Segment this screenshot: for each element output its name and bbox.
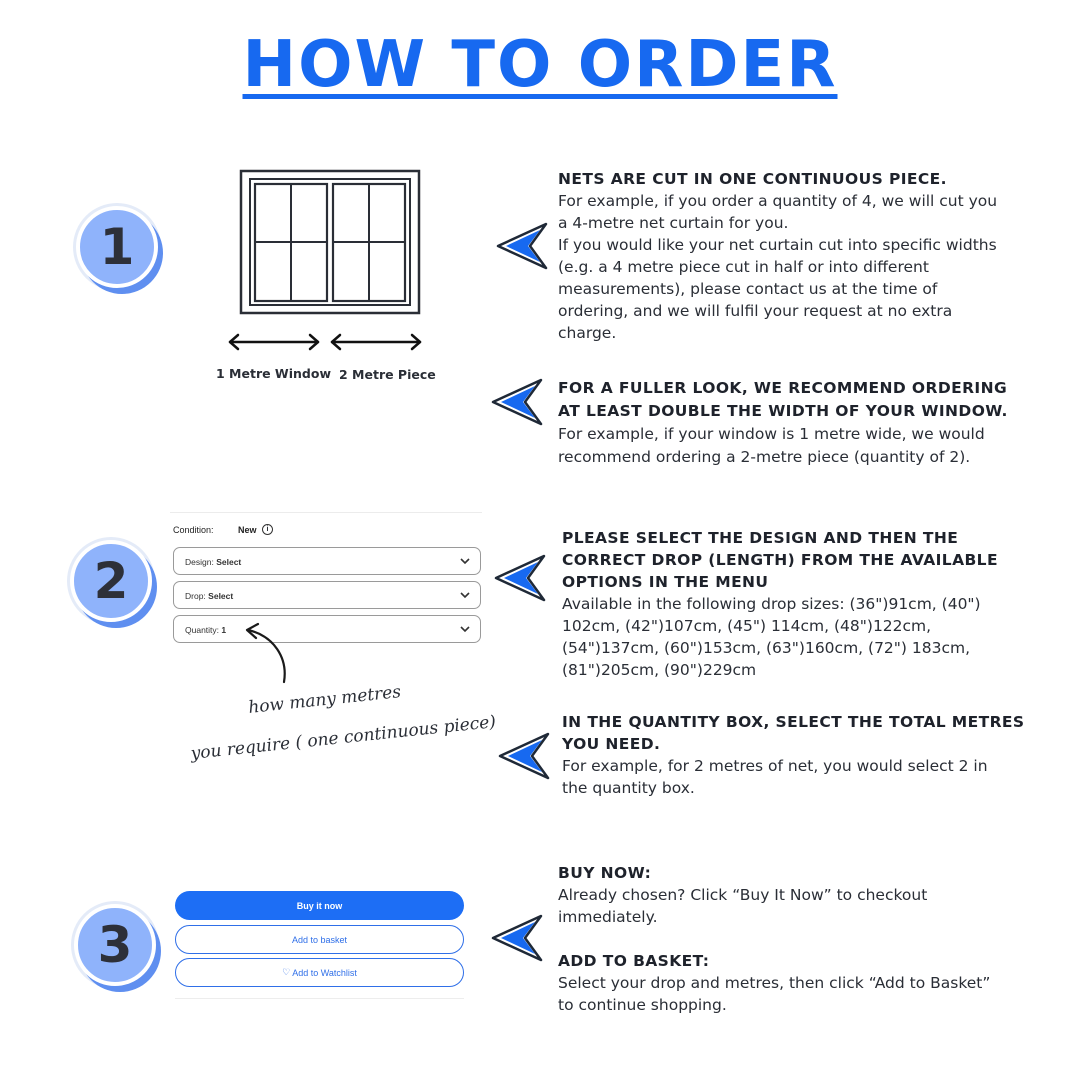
design-select[interactable]: Design: Select <box>173 547 481 575</box>
product-options-form: Condition: New i Design: Select Drop: Se… <box>170 512 482 653</box>
pointer-arrow-icon <box>491 378 543 426</box>
heading-design: PLEASE SELECT THE DESIGN AND THEN THE <box>562 529 959 547</box>
window-diagram <box>238 168 422 320</box>
text-line: For example, if your window is 1 metre w… <box>558 425 985 443</box>
info-fuller-look: FOR A FULLER LOOK, WE RECOMMEND ORDERING… <box>558 377 1008 469</box>
add-to-basket-button[interactable]: Add to basket <box>175 925 464 954</box>
watchlist-label: Add to Watchlist <box>292 967 357 978</box>
info-nets-continuous: NETS ARE CUT IN ONE CONTINUOUS PIECE. Fo… <box>558 168 997 344</box>
text-line: 102cm, (42")107cm, (45") 114cm, (48")122… <box>562 617 932 635</box>
add-to-watchlist-button[interactable]: ♡ Add to Watchlist <box>175 958 464 987</box>
heart-icon: ♡ <box>282 967 291 977</box>
design-label: Design: <box>185 557 214 567</box>
heading-fuller: FOR A FULLER LOOK, WE RECOMMEND ORDERING <box>558 379 1008 397</box>
pointer-arrow-icon <box>498 732 550 780</box>
text-line: recommend ordering a 2-metre piece (quan… <box>558 448 971 466</box>
drop-label: Drop: <box>185 591 206 601</box>
heading-design: OPTIONS IN THE MENU <box>562 573 769 591</box>
design-value: Select <box>216 557 242 567</box>
text-line: (81")205cm, (90")229cm <box>562 661 757 679</box>
chevron-down-icon <box>460 626 470 633</box>
text-line: For example, for 2 metres of net, you wo… <box>562 757 988 775</box>
text-line: ordering, and we will fulfil your reques… <box>558 302 953 320</box>
info-select-design: PLEASE SELECT THE DESIGN AND THEN THE CO… <box>562 527 998 681</box>
chevron-down-icon <box>460 592 470 599</box>
curved-arrow-icon <box>245 622 286 684</box>
window-diagram-svg <box>239 169 421 315</box>
pointer-arrow-icon <box>491 914 543 962</box>
quantity-select[interactable]: Quantity: 1 <box>173 615 481 643</box>
buy-now-button[interactable]: Buy it now <box>175 891 464 920</box>
text-line: Already chosen? Click “Buy It Now” to ch… <box>558 886 928 904</box>
info-icon[interactable]: i <box>262 524 273 535</box>
text-line: charge. <box>558 324 617 342</box>
condition-value: New <box>238 525 257 535</box>
text-line: immediately. <box>558 908 658 926</box>
dimension-arrows <box>228 333 422 351</box>
heading-quantity: IN THE QUANTITY BOX, SELECT THE TOTAL ME… <box>562 713 1025 731</box>
step-1-badge: 1 <box>76 206 158 288</box>
heading-fuller: AT LEAST DOUBLE THE WIDTH OF YOUR WINDOW… <box>558 402 1008 420</box>
text-line: (54")137cm, (60")153cm, (63")160cm, (72"… <box>562 639 971 657</box>
text-line: a 4-metre net curtain for you. <box>558 214 789 232</box>
quantity-label: Quantity: <box>185 625 220 635</box>
step-2-badge: 2 <box>70 540 152 622</box>
chevron-down-icon <box>460 558 470 565</box>
info-quantity: IN THE QUANTITY BOX, SELECT THE TOTAL ME… <box>562 711 1024 799</box>
drop-select[interactable]: Drop: Select <box>173 581 481 609</box>
info-add-to-basket: ADD TO BASKET: Select your drop and metr… <box>558 950 990 1016</box>
condition-label: Condition: <box>173 525 214 535</box>
drop-value: Select <box>208 591 234 601</box>
pointer-arrow-icon <box>494 554 546 602</box>
text-line: (e.g. a 4 metre piece cut in half or int… <box>558 258 929 276</box>
handwritten-note-line2: you require ( one continuous piece) <box>189 712 497 764</box>
heading-design: CORRECT DROP (LENGTH) FROM THE AVAILABLE <box>562 551 998 569</box>
heading-quantity: YOU NEED. <box>562 735 661 753</box>
text-line: Select your drop and metres, then click … <box>558 974 991 992</box>
text-line: If you would like your net curtain cut i… <box>558 236 997 254</box>
info-buy-now: BUY NOW: Already chosen? Click “Buy It N… <box>558 862 927 928</box>
heading-nets: NETS ARE CUT IN ONE CONTINUOUS PIECE. <box>558 170 947 188</box>
text-line: measurements), please contact us at the … <box>558 280 938 298</box>
text-line: to continue shopping. <box>558 996 727 1014</box>
quantity-value: 1 <box>221 625 227 635</box>
divider <box>175 998 464 999</box>
page-title: HOW TO ORDER <box>242 28 838 102</box>
text-line: Available in the following drop sizes: (… <box>562 595 981 613</box>
heading-buy-now: BUY NOW: <box>558 864 652 882</box>
text-line: the quantity box. <box>562 779 695 797</box>
step-3-badge: 3 <box>74 904 156 986</box>
heading-add-to-basket: ADD TO BASKET: <box>558 952 710 970</box>
label-piece-width: 2 Metre Piece <box>339 367 436 382</box>
label-window-width: 1 Metre Window <box>216 366 331 381</box>
pointer-arrow-icon <box>496 222 548 270</box>
text-line: For example, if you order a quantity of … <box>558 192 998 210</box>
